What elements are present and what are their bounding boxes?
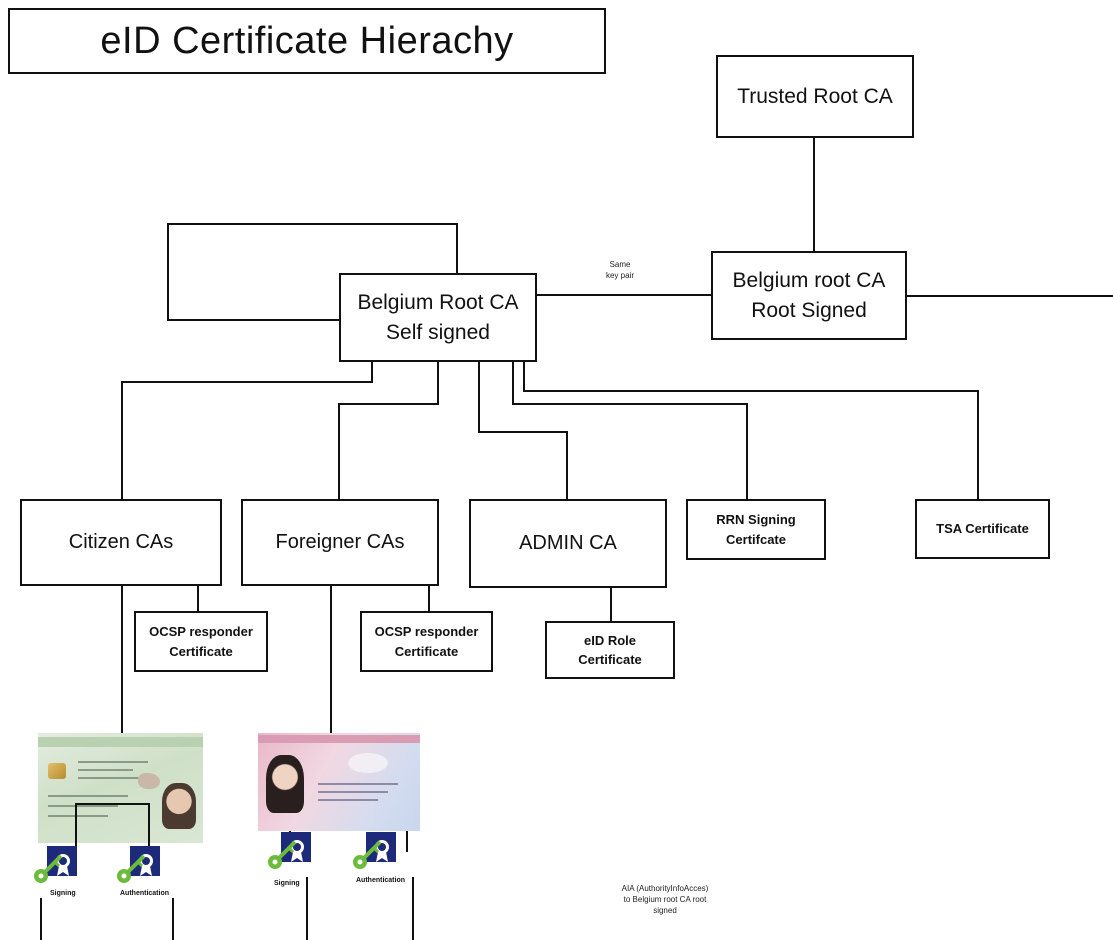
note-aia-line1: AIA (AuthorityInfoAcces) bbox=[621, 884, 709, 893]
node-citizen-cas-label: Citizen CAs bbox=[68, 531, 174, 553]
node-foreigner-cas: Foreigner CAs bbox=[241, 499, 439, 586]
line-to-foreigner bbox=[338, 361, 439, 500]
diagram-title: eID Certificate Hierachy bbox=[8, 8, 606, 74]
node-belgium-root-self-line2: Self signed bbox=[386, 320, 490, 344]
line-to-tsa bbox=[523, 361, 979, 500]
foreigner-signing-key-icon bbox=[267, 832, 311, 872]
line-to-citizen bbox=[121, 361, 373, 500]
node-rrn-signing-certificate: RRN Signing Certifcate bbox=[686, 499, 826, 560]
foreigner-photo-icon bbox=[266, 755, 304, 813]
citizen-signing-label: Signing bbox=[50, 890, 76, 897]
node-rrn-line2: Certifcate bbox=[726, 531, 786, 547]
note-aia-line3: signed bbox=[653, 905, 677, 915]
node-ocsp-foreigner-line2: Certificate bbox=[394, 643, 459, 659]
citizen-authentication-key-icon bbox=[116, 846, 160, 886]
node-tsa-label: TSA Certificate bbox=[936, 521, 1029, 537]
node-ocsp-citizen-line1: OCSP responder bbox=[149, 624, 253, 639]
node-eid-role-line1: eID Role bbox=[583, 632, 636, 648]
node-eid-role-certificate: eID Role Certificate bbox=[545, 621, 675, 679]
node-foreigner-cas-label: Foreigner CAs bbox=[275, 531, 405, 553]
node-admin-ca: ADMIN CA bbox=[469, 499, 667, 588]
citizen-authentication-label: Authentication bbox=[120, 890, 169, 897]
node-ocsp-foreigner: OCSP responder Certificate bbox=[360, 611, 493, 672]
diagram-title-text: eID Certificate Hierachy bbox=[100, 19, 514, 62]
line-to-rrn bbox=[512, 361, 748, 500]
node-citizen-cas: Citizen CAs bbox=[20, 499, 222, 586]
citizen-photo-icon bbox=[162, 783, 196, 829]
card-chip-icon bbox=[48, 763, 66, 779]
node-ocsp-citizen: OCSP responder Certificate bbox=[134, 611, 268, 672]
node-belgium-root-signed-line1: Belgium root CA bbox=[732, 269, 886, 293]
node-belgium-root-self-line1: Belgium Root CA bbox=[357, 291, 519, 315]
node-admin-ca-label: ADMIN CA bbox=[519, 532, 617, 554]
node-ocsp-citizen-line2: Certificate bbox=[169, 643, 233, 659]
citizen-eid-card-image bbox=[38, 733, 203, 843]
foreigner-authentication-label: Authentication bbox=[356, 877, 405, 884]
node-belgium-root-ca-self-signed: Belgium Root CA Self signed bbox=[339, 273, 537, 362]
foreigner-authentication-key-icon bbox=[352, 832, 396, 872]
node-eid-role-line2: Certificate bbox=[578, 652, 642, 667]
foreigner-signing-label: Signing bbox=[274, 880, 300, 887]
node-belgium-root-ca-root-signed: Belgium root CA Root Signed bbox=[711, 251, 907, 340]
node-belgium-root-signed-line2: Root Signed bbox=[751, 298, 867, 322]
note-aia: AIA (AuthorityInfoAcces) to Belgium root… bbox=[600, 884, 730, 916]
citizen-signing-key-icon bbox=[33, 846, 77, 886]
node-trusted-root-ca-label: Trusted Root CA bbox=[737, 84, 893, 108]
line-self-signed-loop bbox=[167, 223, 458, 321]
node-rrn-line1: RRN Signing bbox=[716, 512, 796, 527]
note-aia-line2: to Belgium root CA root bbox=[623, 894, 707, 904]
line-to-admin bbox=[478, 361, 568, 500]
node-tsa-certificate: TSA Certificate bbox=[915, 499, 1050, 559]
note-same-key-pair: Same key pair bbox=[590, 260, 650, 282]
node-ocsp-foreigner-line1: OCSP responder bbox=[374, 624, 479, 639]
foreigner-card-image bbox=[258, 733, 420, 831]
node-trusted-root-ca: Trusted Root CA bbox=[716, 55, 914, 138]
note-same-key-pair-line2: key pair bbox=[605, 270, 634, 280]
note-same-key-pair-line1: Same bbox=[609, 260, 631, 269]
